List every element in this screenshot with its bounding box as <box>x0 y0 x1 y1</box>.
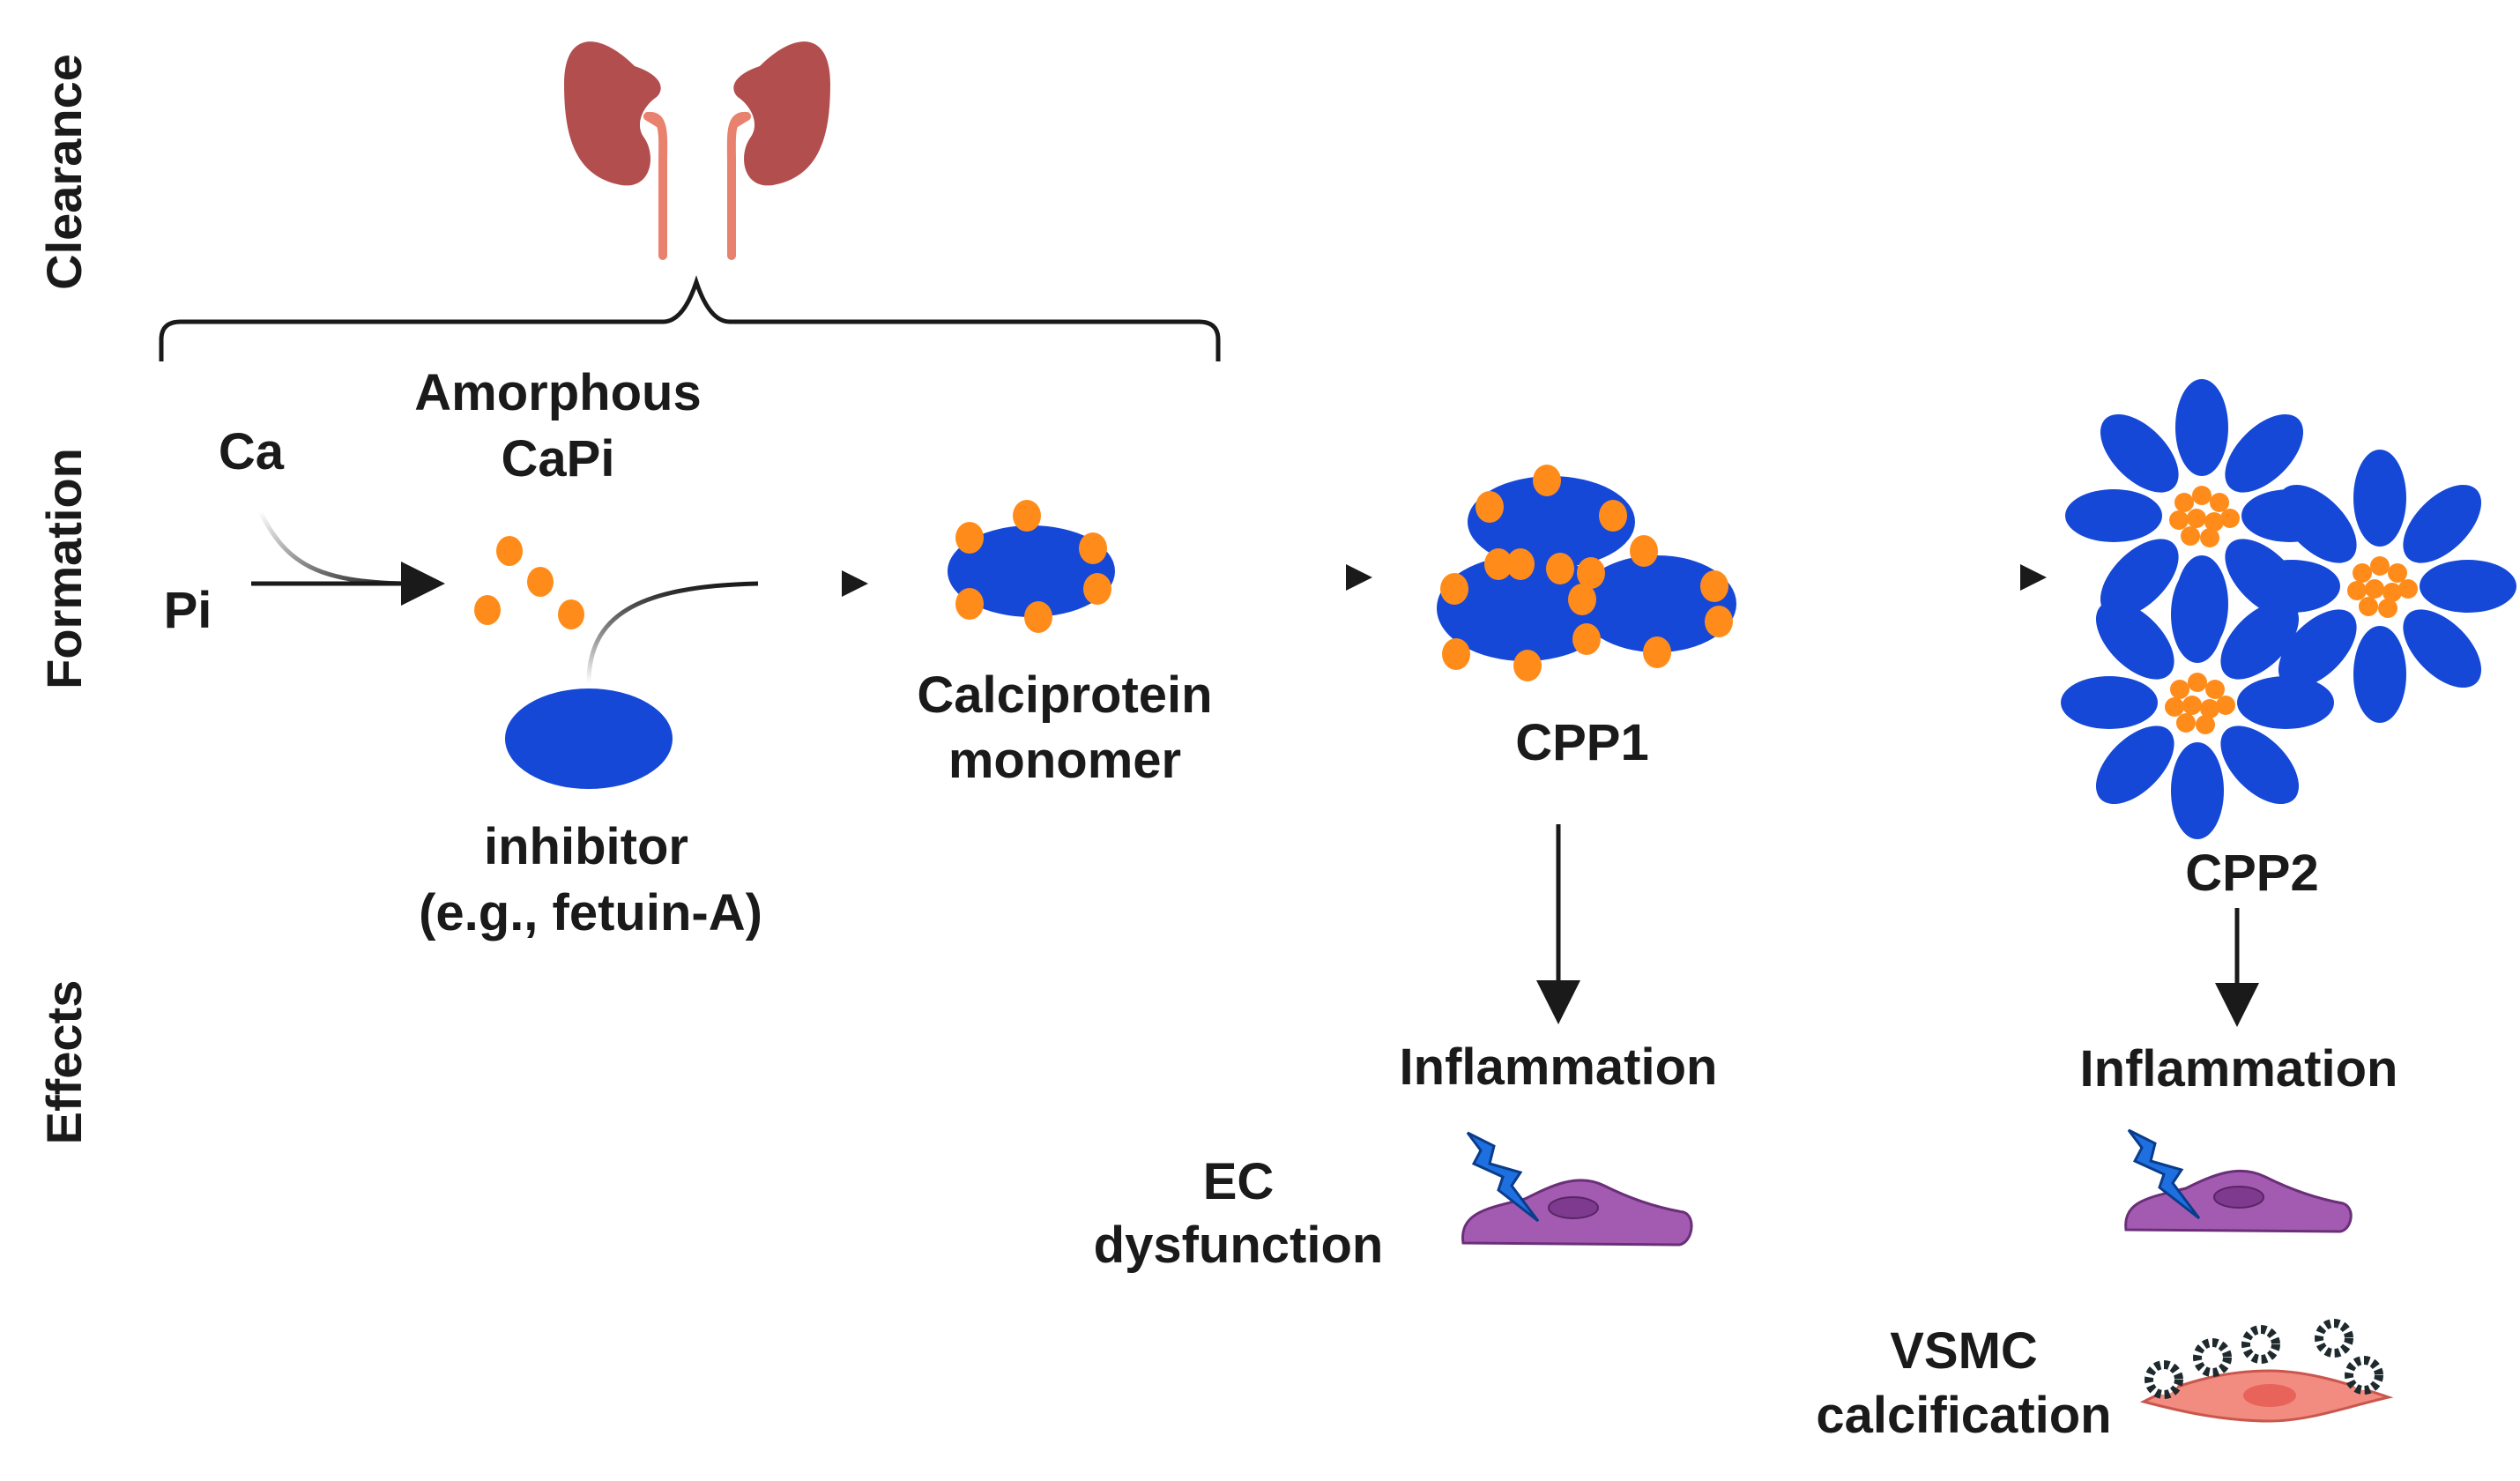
section-label-effects: Effects <box>36 980 92 1145</box>
vsmc-label-line2: calcification <box>1816 1387 2111 1444</box>
inhibitor-label-line1: inhibitor <box>484 818 688 875</box>
cpp2-particle <box>2061 379 2516 839</box>
vsmc-cell-icon <box>2139 1369 2394 1423</box>
cpp1-label: CPP1 <box>1515 714 1649 771</box>
kidney-icon <box>564 41 830 260</box>
ca-label: Ca <box>219 423 285 480</box>
endothelial-cell-icon <box>1461 1179 1693 1247</box>
inflammatory-cell-icon <box>2124 1169 2353 1233</box>
amorphous-label-line2: CaPi <box>502 430 615 487</box>
amorphous-label-line1: Amorphous <box>414 364 701 421</box>
inflammation-label-cpp1: Inflammation <box>1400 1038 1718 1096</box>
cpp2-label: CPP2 <box>2185 845 2319 902</box>
formation-arrow-3-head <box>2020 564 2047 591</box>
ec-label-line2: dysfunction <box>1094 1217 1384 1274</box>
vsmc-label-line1: VSMC <box>1890 1322 2038 1380</box>
formation-arrow-2-head <box>1346 564 1372 591</box>
calcification-crystal-icon <box>2145 1319 2383 1399</box>
monomer-label-line1: Calciprotein <box>917 666 1212 724</box>
lightning-icon <box>2127 1128 2201 1220</box>
formation-arrow-1-head <box>842 570 868 597</box>
calciprotein-monomer <box>948 500 1115 633</box>
ec-label-line1: EC <box>1203 1153 1275 1210</box>
section-label-clearance: Clearance <box>36 54 92 290</box>
lightning-icon <box>1466 1131 1540 1223</box>
pi-label: Pi <box>164 582 212 639</box>
inhibitor-protein <box>505 688 673 789</box>
section-label-formation: Formation <box>36 448 92 689</box>
inflammation-label-cpp2: Inflammation <box>2080 1040 2398 1098</box>
clearance-brace <box>159 275 1221 361</box>
ca-curve <box>257 510 406 586</box>
amorphous-capi-particles <box>474 536 584 629</box>
monomer-label-line2: monomer <box>948 732 1181 789</box>
inhibitor-label-line2: (e.g., fetuin-A) <box>419 884 762 941</box>
inhibitor-curve <box>586 581 759 684</box>
cpp1-particle <box>1437 465 1736 681</box>
